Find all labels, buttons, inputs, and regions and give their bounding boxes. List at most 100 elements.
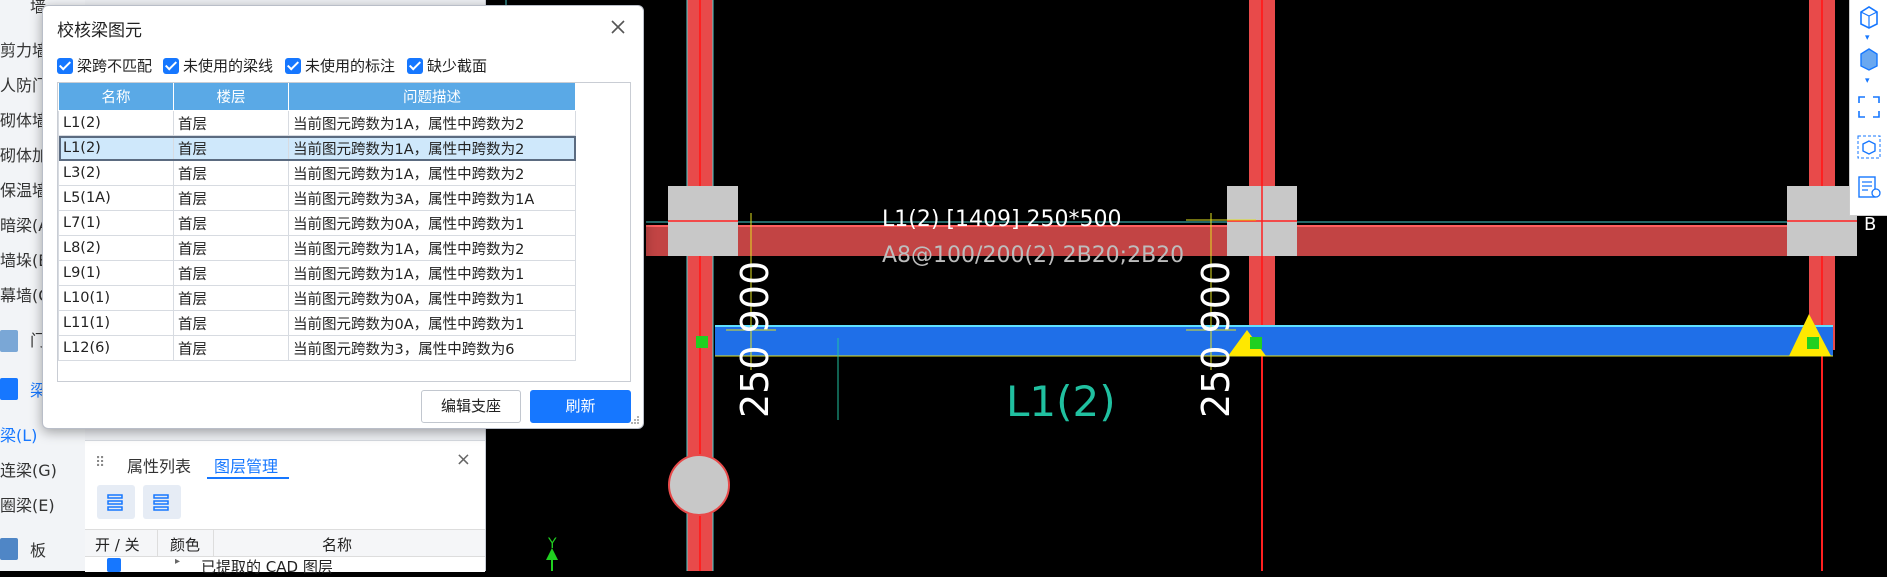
- cell-description: 当前图元跨数为1A，属性中跨数为2: [288, 235, 576, 261]
- cad-canvas[interactable]: Y L1(2) [1409] 250*500 A8@100/200(2) 2B2…: [486, 0, 1887, 571]
- layer-table-header: 开 / 关 颜色 名称: [85, 529, 485, 557]
- table-row[interactable]: L7(1)首层当前图元跨数为0A，属性中跨数为1: [58, 210, 576, 236]
- fullscreen-icon[interactable]: [1856, 94, 1882, 120]
- table-row[interactable]: L1(2)首层当前图元跨数为1A，属性中跨数为2: [58, 135, 576, 161]
- tab-layers[interactable]: 图层管理: [214, 457, 279, 476]
- refresh-button[interactable]: 刷新: [530, 390, 631, 423]
- sidebar-item-masonry-rebar[interactable]: 砌体加: [0, 141, 48, 171]
- dialog-title: 校核梁图元: [57, 21, 142, 41]
- cell-description: 当前图元跨数为0A，属性中跨数为1: [288, 310, 576, 336]
- checkbox-checked-icon: [407, 58, 423, 74]
- chevron-down-icon[interactable]: ▾: [1865, 33, 1870, 43]
- tab-properties[interactable]: 属性列表: [127, 457, 192, 476]
- sidebar-item-masonry-wall[interactable]: 砌体墙: [0, 106, 48, 136]
- cell-floor: 首层: [173, 185, 289, 211]
- cell-name: L12(6): [58, 335, 174, 361]
- layer-row: ▸ 已提取的 CAD 图层: [85, 556, 485, 576]
- support-marker: [1789, 314, 1831, 356]
- sidebar-item-label: 连梁(G): [0, 461, 57, 480]
- column-header-description[interactable]: 问题描述: [288, 83, 576, 111]
- table-row[interactable]: L12(6)首层当前图元跨数为3，属性中跨数为6: [58, 335, 576, 361]
- close-icon[interactable]: [607, 16, 629, 38]
- cell-description: 当前图元跨数为0A，属性中跨数为1: [288, 210, 576, 236]
- layers-icon: [153, 494, 169, 511]
- checkbox-unused-beam-lines[interactable]: 未使用的梁线: [163, 55, 273, 75]
- sidebar-item-label: 人防门: [0, 76, 49, 95]
- layer-visibility-icon[interactable]: [1856, 174, 1882, 200]
- layer-visible-checkbox[interactable]: [107, 558, 121, 572]
- layers-icon: [107, 494, 123, 511]
- axis-y-label: Y: [547, 536, 557, 552]
- sidebar-item-label: 砌体墙: [0, 111, 49, 130]
- table-row[interactable]: L5(1A)首层当前图元跨数为3A，属性中跨数为1A: [58, 185, 576, 211]
- cell-name: L1(2): [58, 110, 174, 136]
- sidebar-item-civil-defense-door[interactable]: 人防门: [0, 71, 48, 101]
- cell-description: 当前图元跨数为3A，属性中跨数为1A: [288, 185, 576, 211]
- cell-description: 当前图元跨数为3，属性中跨数为6: [288, 335, 576, 361]
- column-header-floor[interactable]: 楼层: [173, 83, 289, 111]
- layer-tool-button-2[interactable]: [143, 485, 181, 519]
- cell-name: L3(2): [58, 160, 174, 186]
- close-icon[interactable]: ×: [455, 449, 471, 470]
- checkbox-label: 未使用的标注: [305, 57, 396, 75]
- cell-floor: 首层: [173, 335, 289, 361]
- cell-floor: 首层: [173, 210, 289, 236]
- checkbox-checked-icon: [285, 58, 301, 74]
- beam-label: L1(2) [1409] 250*500: [882, 207, 1122, 232]
- beam-icon: [0, 378, 18, 400]
- layer-tool-button-1[interactable]: [97, 485, 135, 519]
- column-name: 名称: [322, 536, 353, 554]
- cell-floor: 首层: [173, 160, 289, 186]
- cube-solid-icon[interactable]: [1856, 46, 1882, 72]
- table-row[interactable]: L11(1)首层当前图元跨数为0A，属性中跨数为1: [58, 310, 576, 336]
- sidebar-item-coupling-beam[interactable]: 连梁(G): [0, 456, 57, 486]
- door-icon: [0, 330, 18, 352]
- sidebar-item-wall-pier[interactable]: 墙垛(E): [0, 246, 55, 276]
- table-row[interactable]: L9(1)首层当前图元跨数为1A，属性中跨数为1: [58, 260, 576, 286]
- cell-description: 当前图元跨数为1A，属性中跨数为2: [288, 160, 576, 186]
- sidebar-item-shear-wall[interactable]: 剪力墙: [0, 36, 48, 66]
- cube-top-view-icon[interactable]: [1856, 4, 1882, 30]
- sidebar-item-beam[interactable]: 梁(L): [0, 421, 37, 451]
- column-color: 颜色: [170, 536, 201, 554]
- sidebar-item-label: 板: [30, 541, 47, 560]
- cell-name: L5(1A): [58, 185, 174, 211]
- table-row[interactable]: L1(2)首层当前图元跨数为1A，属性中跨数为2: [58, 110, 576, 136]
- tab-active-indicator: [207, 477, 289, 479]
- cell-name: L11(1): [58, 310, 174, 336]
- chevron-down-icon[interactable]: ▾: [1865, 76, 1870, 86]
- axis-bubble: [668, 454, 730, 516]
- column-header-name[interactable]: 名称: [58, 83, 174, 111]
- table-row[interactable]: L3(2)首层当前图元跨数为1A，属性中跨数为2: [58, 160, 576, 186]
- sidebar-item-label: 墙垛(E): [0, 251, 55, 270]
- cell-floor: 首层: [173, 260, 289, 286]
- cell-name: L9(1): [58, 260, 174, 286]
- sidebar-item-label: 剪力墙: [0, 41, 49, 60]
- resize-grip-icon[interactable]: [630, 415, 640, 425]
- support-marker: [1228, 330, 1266, 356]
- cad-drawing: Y L1(2) [1409] 250*500 A8@100/200(2) 2B2…: [505, 0, 1876, 571]
- cell-floor: 首层: [173, 285, 289, 311]
- edit-support-button[interactable]: 编辑支座: [421, 390, 521, 423]
- table-row[interactable]: L10(1)首层当前图元跨数为0A，属性中跨数为1: [58, 285, 576, 311]
- cell-name: L8(2): [58, 235, 174, 261]
- axis-b-label: B: [1864, 214, 1876, 235]
- sidebar-item-label: 砌体加: [0, 146, 49, 165]
- drag-handle-icon[interactable]: ⠿: [95, 455, 106, 471]
- sidebar-item-label: 圈梁(E): [0, 496, 55, 515]
- sidebar-item-slab[interactable]: 板: [30, 536, 46, 566]
- dimension-right: 250 900: [1194, 261, 1238, 418]
- 3d-view-icon[interactable]: [1856, 134, 1882, 160]
- cell-description: 当前图元跨数为1A，属性中跨数为2: [288, 135, 576, 161]
- checkbox-checked-icon: [57, 58, 73, 74]
- expand-arrow-icon[interactable]: ▸: [175, 556, 181, 567]
- checkbox-label: 未使用的梁线: [183, 57, 274, 75]
- checkbox-unused-annotations[interactable]: 未使用的标注: [285, 55, 395, 75]
- sidebar-item-insulation-wall[interactable]: 保温墙: [0, 176, 48, 206]
- checkbox-missing-section[interactable]: 缺少截面: [407, 55, 487, 75]
- sidebar-item-ring-beam[interactable]: 圈梁(E): [0, 491, 55, 521]
- checkbox-span-mismatch[interactable]: 梁跨不匹配: [57, 55, 152, 75]
- sidebar-item-hidden-beam[interactable]: 暗梁(A): [0, 211, 55, 241]
- table-row[interactable]: L8(2)首层当前图元跨数为1A，属性中跨数为2: [58, 235, 576, 261]
